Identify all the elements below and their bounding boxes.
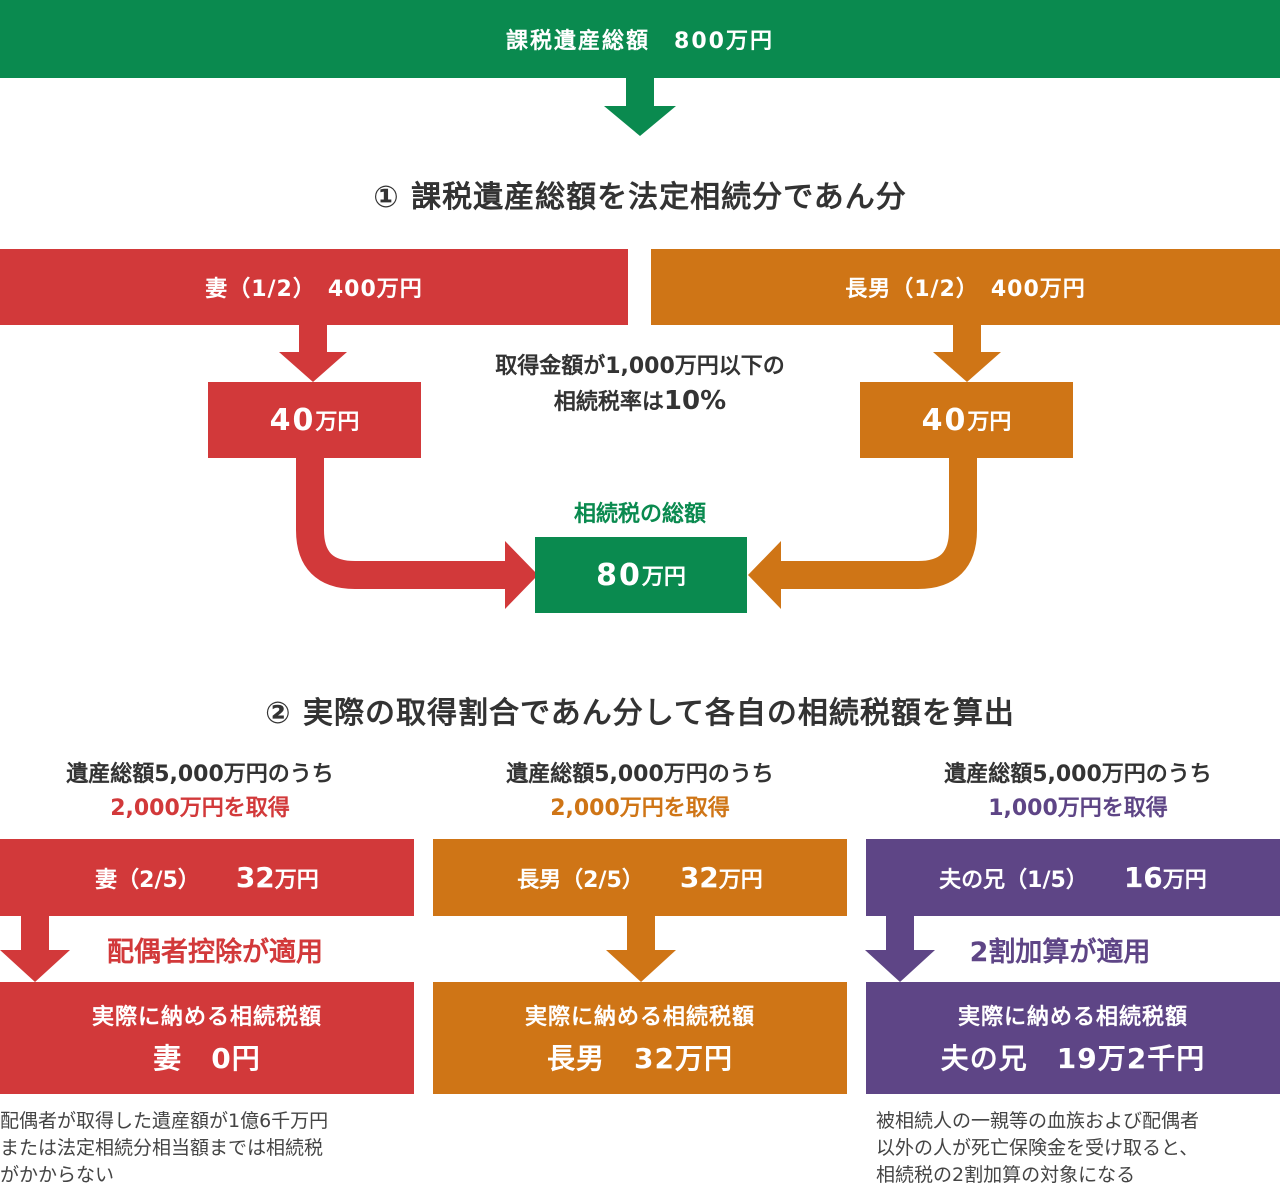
brother-final-title: 実際に納める相続税額 (957, 1005, 1188, 1030)
son-tax-number: 40 (921, 402, 968, 438)
son-final-tax-box: 実際に納める相続税額 長男 32万円 (433, 982, 847, 1094)
total-tax-number: 80 (596, 557, 642, 593)
wife-statutory-label: 妻（1/2） 400万円 (205, 277, 423, 302)
son-actual-amount-number: 32 (679, 861, 719, 894)
son-final-value: 長男 32万円 (547, 1042, 733, 1075)
wife-connector-arrow-icon (296, 458, 538, 609)
wife-adjust-arrow-icon (0, 916, 70, 982)
wife-footnote-line3: がかからない (0, 1164, 115, 1186)
brother-acquisition-line2: 1,000万円を取得 (988, 796, 1168, 821)
wife-acquisition-line1: 遺産総額5,000万円のうち (66, 762, 334, 787)
tax-rate-note-line1: 取得金額が1,000万円以下の (495, 354, 785, 379)
down-arrow-icon (604, 78, 676, 136)
wife-footnote: 配偶者が取得した遺産額が1億6千万円 または法定相続分相当額までは相続税 がかか… (0, 1108, 410, 1189)
son-statutory-label: 長男（1/2） 400万円 (845, 277, 1086, 302)
wife-final-tax-box: 実際に納める相続税額 妻 0円 (0, 982, 414, 1094)
wife-final-value: 妻 0円 (153, 1042, 261, 1075)
wife-actual-amount-unit: 万円 (274, 867, 319, 893)
brother-actual-amount-number: 16 (1123, 861, 1163, 894)
wife-down-arrow-icon (279, 325, 347, 382)
taxable-estate-header: 課税遺産総額 800万円 (0, 0, 1280, 78)
wife-statutory-share: 妻（1/2） 400万円 (0, 249, 628, 325)
wife-footnote-line2: または法定相続分相当額までは相続税 (0, 1137, 324, 1159)
son-connector-arrow-icon (748, 458, 977, 609)
wife-final-title: 実際に納める相続税額 (91, 1005, 322, 1030)
wife-acquisition-note: 遺産総額5,000万円のうち 2,000万円を取得 (0, 758, 400, 826)
wife-tax-unit: 万円 (315, 410, 360, 435)
brother-footnote: 被相続人の一親等の血族および配偶者 以外の人が死亡保険金を受け取ると、 相続税の… (876, 1108, 1280, 1189)
total-tax-title: 相続税の総額 (573, 502, 706, 527)
tax-rate-prefix: 相続税率は (553, 390, 664, 415)
brother-footnote-line1: 被相続人の一親等の血族および配偶者 (876, 1110, 1200, 1132)
tax-rate-note: 取得金額が1,000万円以下の 相続税率は10% (440, 350, 840, 420)
surcharge-label: 2割加算が適用 (969, 937, 1151, 968)
son-acquisition-note: 遺産総額5,000万円のうち 2,000万円を取得 (440, 758, 840, 826)
section1-heading: ① 課税遺産総額を法定相続分であん分 (373, 180, 907, 215)
total-tax-unit: 万円 (641, 565, 686, 590)
son-statutory-share: 長男（1/2） 400万円 (651, 249, 1280, 325)
son-acquisition-line1: 遺産総額5,000万円のうち (506, 762, 774, 787)
tax-rate-value: 10% (663, 386, 727, 416)
brother-final-tax-box: 実際に納める相続税額 夫の兄 19万2千円 (866, 982, 1280, 1094)
wife-tax-number: 40 (269, 402, 316, 438)
son-actual-amount-unit: 万円 (718, 867, 763, 893)
tax-rate-note-line2: 相続税率は10% (440, 384, 840, 420)
brother-acquisition-note: 遺産総額5,000万円のうち 1,000万円を取得 (878, 758, 1278, 826)
taxable-estate-label: 課税遺産総額 800万円 (506, 29, 774, 54)
brother-final-value: 夫の兄 19万2千円 (940, 1042, 1206, 1075)
brother-adjust-arrow-icon (865, 916, 935, 982)
wife-acquisition-line2: 2,000万円を取得 (110, 796, 290, 821)
brother-acquisition-line1: 遺産総額5,000万円のうち (944, 762, 1212, 787)
brother-actual-share-label: 夫の兄（1/5） (939, 867, 1088, 893)
wife-actual-share-label: 妻（2/5） (95, 867, 200, 893)
section2-heading: ② 実際の取得割合であん分して各自の相続税額を算出 (265, 696, 1015, 731)
son-acquisition-line2: 2,000万円を取得 (550, 796, 730, 821)
wife-footnote-line1: 配偶者が取得した遺産額が1億6千万円 (0, 1110, 329, 1132)
son-adjust-arrow-icon (606, 916, 676, 982)
son-final-title: 実際に納める相続税額 (524, 1005, 755, 1030)
brother-footnote-line2: 以外の人が死亡保険金を受け取ると、 (876, 1137, 1199, 1159)
wife-actual-amount-number: 32 (235, 861, 275, 894)
son-actual-share-label: 長男（2/5） (517, 867, 644, 893)
spousal-deduction-label: 配偶者控除が適用 (107, 937, 323, 968)
son-down-arrow-icon (933, 325, 1001, 382)
son-tax-unit: 万円 (967, 410, 1012, 435)
brother-actual-amount-unit: 万円 (1162, 867, 1207, 893)
brother-footnote-line3: 相続税の2割加算の対象になる (876, 1164, 1136, 1186)
